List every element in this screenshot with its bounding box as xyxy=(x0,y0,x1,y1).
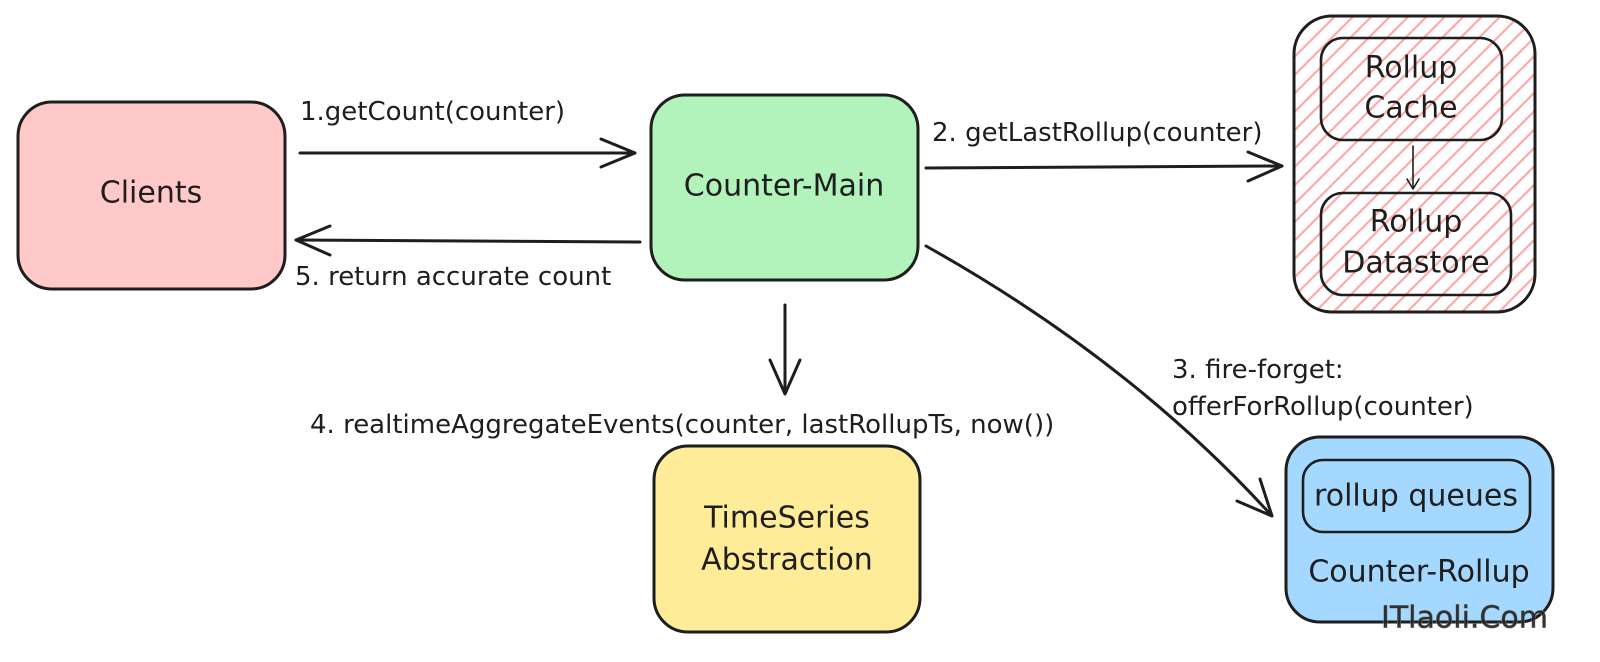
arrow-return-count-line xyxy=(294,238,642,244)
rollup-datastore-label-line-1: Rollup xyxy=(1370,205,1463,240)
rollup-datastore-node: Rollup Datastore xyxy=(1319,191,1513,297)
clients-box xyxy=(16,100,287,291)
arrow-offer-for-rollup-label-line-2: offerForRollup(counter) xyxy=(1172,392,1474,422)
timeseries-node: TimeSeries Abstraction xyxy=(652,444,922,634)
rollup-cache-label-line-2: Cache xyxy=(1364,91,1457,126)
rollup-cache-node: Rollup Cache xyxy=(1319,36,1504,142)
arrow-get-last-rollup: 2. getLastRollup(counter) xyxy=(924,118,1284,183)
rollup-datastore-label-line-2: Datastore xyxy=(1342,246,1490,281)
counter-rollup-node: rollup queues Counter-Rollup xyxy=(1284,435,1555,624)
arrow-offer-for-rollup-line xyxy=(924,244,1274,518)
arrow-return-count-head xyxy=(294,224,332,257)
timeseries-label-line-2: Abstraction xyxy=(701,543,873,578)
arrow-get-last-rollup-label: 2. getLastRollup(counter) xyxy=(932,118,1262,148)
arrow-return-count: 5. return accurate count xyxy=(294,224,642,292)
cache-to-datastore-arrow-head xyxy=(1406,178,1420,190)
rollup-store-node: Rollup Cache Rollup Datastore xyxy=(1292,14,1537,314)
counter-rollup-box xyxy=(1284,435,1555,624)
cache-to-datastore-arrow xyxy=(1406,145,1420,190)
arrow-get-count-head xyxy=(599,137,637,169)
watermark: ITlaoli.Com xyxy=(1381,601,1548,636)
counter-main-box xyxy=(649,93,920,282)
arrow-realtime-aggregate-label: 4. realtimeAggregateEvents(counter, last… xyxy=(310,410,1054,440)
rollup-queues-box xyxy=(1301,458,1532,534)
arrow-return-count-label: 5. return accurate count xyxy=(295,262,611,292)
rollup-cache-label-line-1: Rollup xyxy=(1365,51,1458,86)
timeseries-box xyxy=(652,444,922,634)
clients-node: Clients xyxy=(16,100,287,291)
arrow-get-count: 1.getCount(counter) xyxy=(298,97,637,169)
arrow-offer-for-rollup: 3. fire-forget: offerForRollup(counter) xyxy=(924,244,1474,518)
arrow-offer-for-rollup-head xyxy=(1235,477,1274,518)
arrow-realtime-aggregate-head xyxy=(768,358,802,396)
counter-rollup-label: Counter-Rollup xyxy=(1308,555,1529,590)
counter-main-label: Counter-Main xyxy=(684,169,884,204)
rollup-store-box xyxy=(1292,14,1537,314)
rollup-cache-box xyxy=(1319,36,1504,142)
rollup-datastore-box xyxy=(1319,191,1513,297)
rollup-queues-label: rollup queues xyxy=(1314,479,1518,514)
arrow-get-count-label: 1.getCount(counter) xyxy=(300,97,565,127)
arrow-realtime-aggregate: 4. realtimeAggregateEvents(counter, last… xyxy=(310,303,1054,440)
timeseries-label-line-1: TimeSeries xyxy=(703,501,870,536)
clients-label: Clients xyxy=(100,176,202,211)
arrow-get-last-rollup-head xyxy=(1246,150,1284,183)
arrow-offer-for-rollup-label-line-1: 3. fire-forget: xyxy=(1172,355,1344,385)
arrow-get-last-rollup-line xyxy=(924,164,1284,170)
counter-main-node: Counter-Main xyxy=(649,93,920,282)
